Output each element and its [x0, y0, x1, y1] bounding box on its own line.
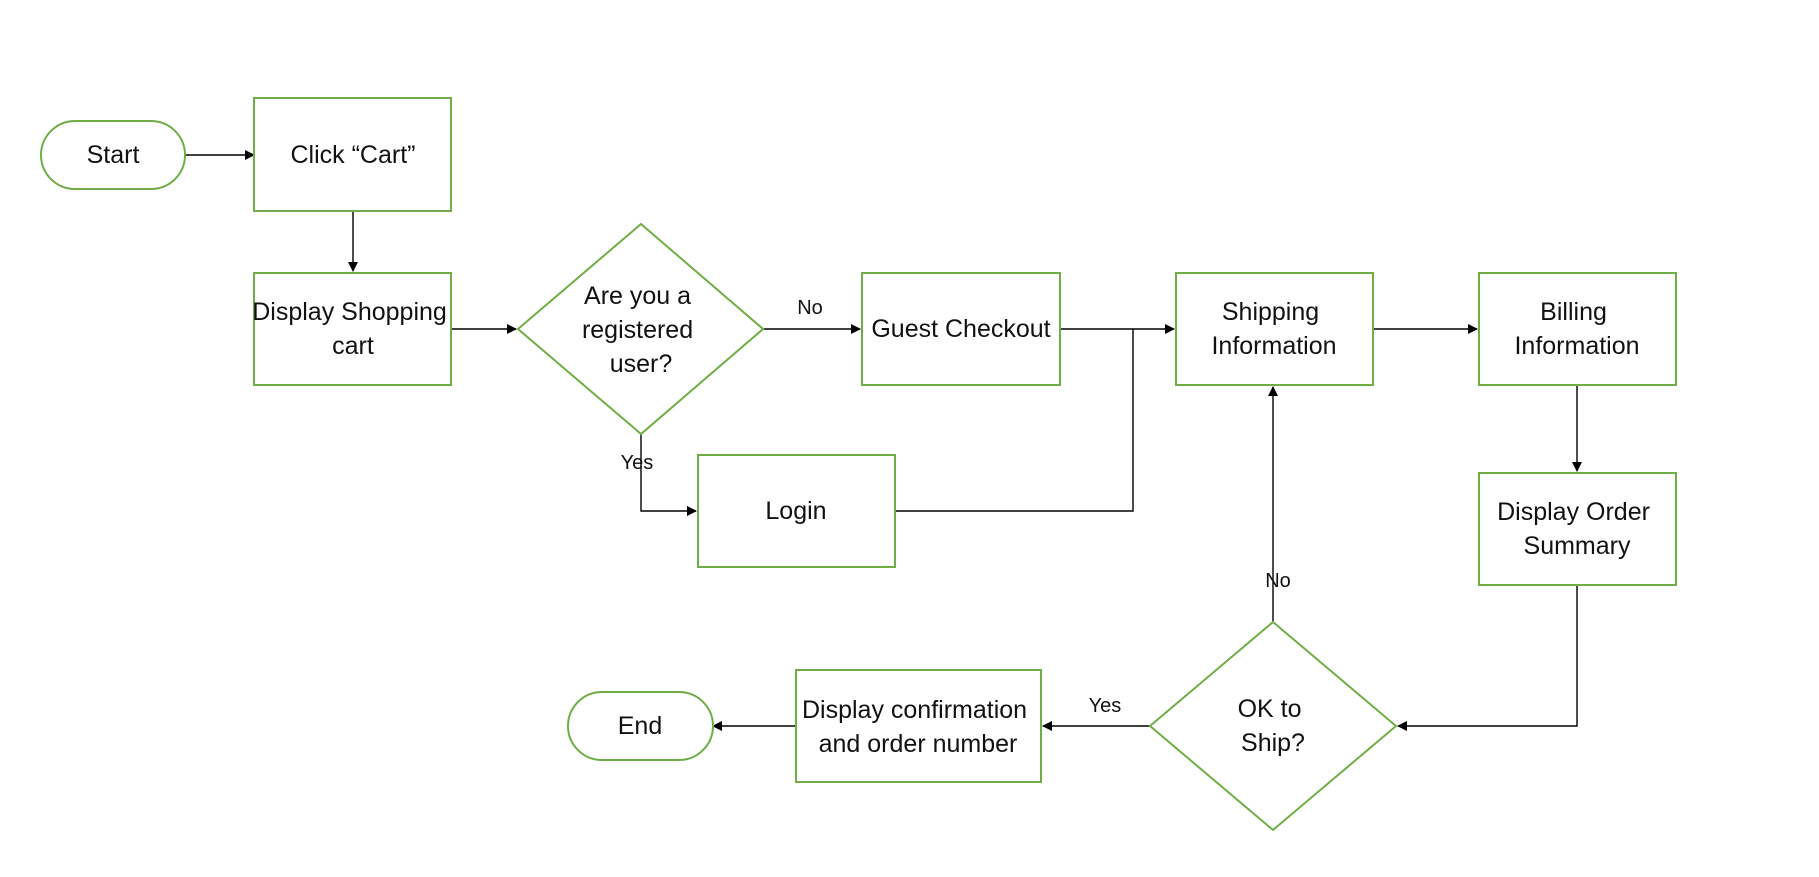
- edge-label-yes-confirmation: Yes: [1089, 695, 1122, 717]
- ok-to-ship-label: OK to Ship?: [1238, 695, 1309, 757]
- order-summary-label: Display Order Summary: [1497, 498, 1657, 560]
- click-cart-label: Click “Cart”: [291, 141, 416, 169]
- click-cart-process: Click “Cart”: [253, 97, 452, 212]
- edge-label-no-shipping: No: [1265, 570, 1291, 592]
- end-terminator: End: [567, 691, 714, 761]
- registered-user-decision: Are you a registered user?: [516, 222, 765, 436]
- end-label: End: [618, 712, 662, 740]
- login-label: Login: [765, 497, 826, 525]
- login-process: Login: [697, 454, 896, 568]
- confirmation-label: Display confirmation and order number: [802, 696, 1034, 758]
- ok-to-ship-decision: OK to Ship?: [1148, 620, 1398, 832]
- edge-registered-to-login: [640, 434, 697, 516]
- billing-information-label: Billing Information: [1514, 298, 1639, 360]
- display-cart-process: Display Shopping cart: [252, 272, 454, 386]
- edge-labels: No Yes No Yes: [621, 297, 1291, 717]
- confirmation-process: Display confirmation and order number: [795, 669, 1042, 783]
- edge-login-to-shipping: [895, 329, 1134, 512]
- shipping-information-process: Shipping Information: [1175, 272, 1374, 386]
- display-cart-label: Display Shopping cart: [252, 298, 454, 360]
- connectors: [185, 150, 1582, 731]
- shipping-information-label: Shipping Information: [1211, 298, 1336, 360]
- billing-information-process: Billing Information: [1478, 272, 1677, 386]
- guest-checkout-label: Guest Checkout: [871, 315, 1050, 343]
- start-terminator: Start: [40, 120, 186, 190]
- start-label: Start: [87, 141, 140, 169]
- edge-label-no-guest: No: [797, 297, 823, 319]
- edge-order-summary-to-ok-to-ship: [1397, 586, 1578, 731]
- registered-user-label: Are you a registered user?: [582, 282, 700, 378]
- order-summary-process: Display Order Summary: [1478, 472, 1677, 586]
- edge-label-yes-login: Yes: [621, 452, 654, 474]
- guest-checkout-process: Guest Checkout: [861, 272, 1061, 386]
